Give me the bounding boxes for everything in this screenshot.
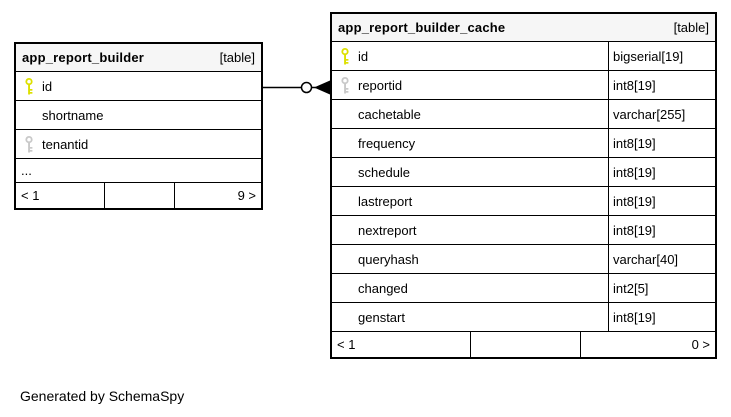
column-name: genstart: [358, 309, 405, 325]
pager-mid: [469, 332, 581, 357]
table-row: cachetable varchar[255]: [332, 100, 715, 129]
table-header[interactable]: app_report_builder_cache [table]: [332, 14, 715, 42]
table-row: changed int2[5]: [332, 274, 715, 303]
column-type: int8[19]: [608, 71, 715, 99]
column-type: int8[19]: [608, 158, 715, 186]
column-name: lastreport: [358, 193, 413, 209]
table-type-badge: [table]: [673, 20, 709, 35]
table-type-badge: [table]: [219, 50, 255, 65]
column-type: int8[19]: [608, 216, 715, 244]
table-row: tenantid: [16, 130, 261, 159]
table-name[interactable]: app_report_builder_cache: [338, 20, 506, 35]
table-app-report-builder: app_report_builder [table] id shortname: [14, 42, 263, 210]
column-type: int8[19]: [608, 187, 715, 215]
pager-prev: < 1: [337, 337, 356, 352]
column-name: shortname: [42, 107, 104, 123]
column-name: changed: [358, 280, 408, 296]
column-type: varchar[255]: [608, 100, 715, 128]
pager-prev: < 1: [21, 188, 40, 203]
table-footer: < 1 0 >: [332, 332, 715, 357]
column-type: int8[19]: [608, 303, 715, 331]
table-row: lastreport int8[19]: [332, 187, 715, 216]
relationship-connector: [261, 80, 330, 95]
pager-next: 9 >: [237, 188, 256, 203]
table-row: reportid int8[19]: [332, 71, 715, 100]
table-row: nextreport int8[19]: [332, 216, 715, 245]
pager-mid: [104, 183, 176, 208]
column-type: int2[5]: [608, 274, 715, 302]
column-name: tenantid: [42, 136, 89, 152]
table-row: shortname: [16, 101, 261, 130]
table-header[interactable]: app_report_builder [table]: [16, 44, 261, 72]
table-row: schedule int8[19]: [332, 158, 715, 187]
table-row: genstart int8[19]: [332, 303, 715, 332]
column-name: queryhash: [358, 251, 419, 267]
table-row: queryhash varchar[40]: [332, 245, 715, 274]
column-name: reportid: [358, 77, 403, 93]
table-name[interactable]: app_report_builder: [22, 50, 145, 65]
column-name: id: [358, 48, 369, 64]
column-name: nextreport: [358, 222, 417, 238]
column-name: cachetable: [358, 106, 421, 122]
pager-next: 0 >: [691, 337, 710, 352]
table-row: frequency int8[19]: [332, 129, 715, 158]
column-name: schedule: [358, 164, 411, 180]
table-footer: < 1 9 >: [16, 183, 261, 208]
primary-key-icon: [16, 72, 42, 100]
table-app-report-builder-cache: app_report_builder_cache [table] id bigs…: [330, 12, 717, 359]
primary-key-icon: [332, 42, 358, 70]
table-row: id bigserial[19]: [332, 42, 715, 71]
column-type: int8[19]: [608, 129, 715, 157]
generated-by-credit: Generated by SchemaSpy: [20, 388, 185, 404]
foreign-key-icon: [16, 130, 42, 158]
column-name: frequency: [358, 135, 416, 151]
foreign-key-icon: [332, 71, 358, 99]
column-type: varchar[40]: [608, 245, 715, 273]
column-type: bigserial[19]: [608, 42, 715, 70]
table-row: id: [16, 72, 261, 101]
column-name: id: [42, 78, 53, 94]
columns-ellipsis: ...: [16, 159, 261, 183]
